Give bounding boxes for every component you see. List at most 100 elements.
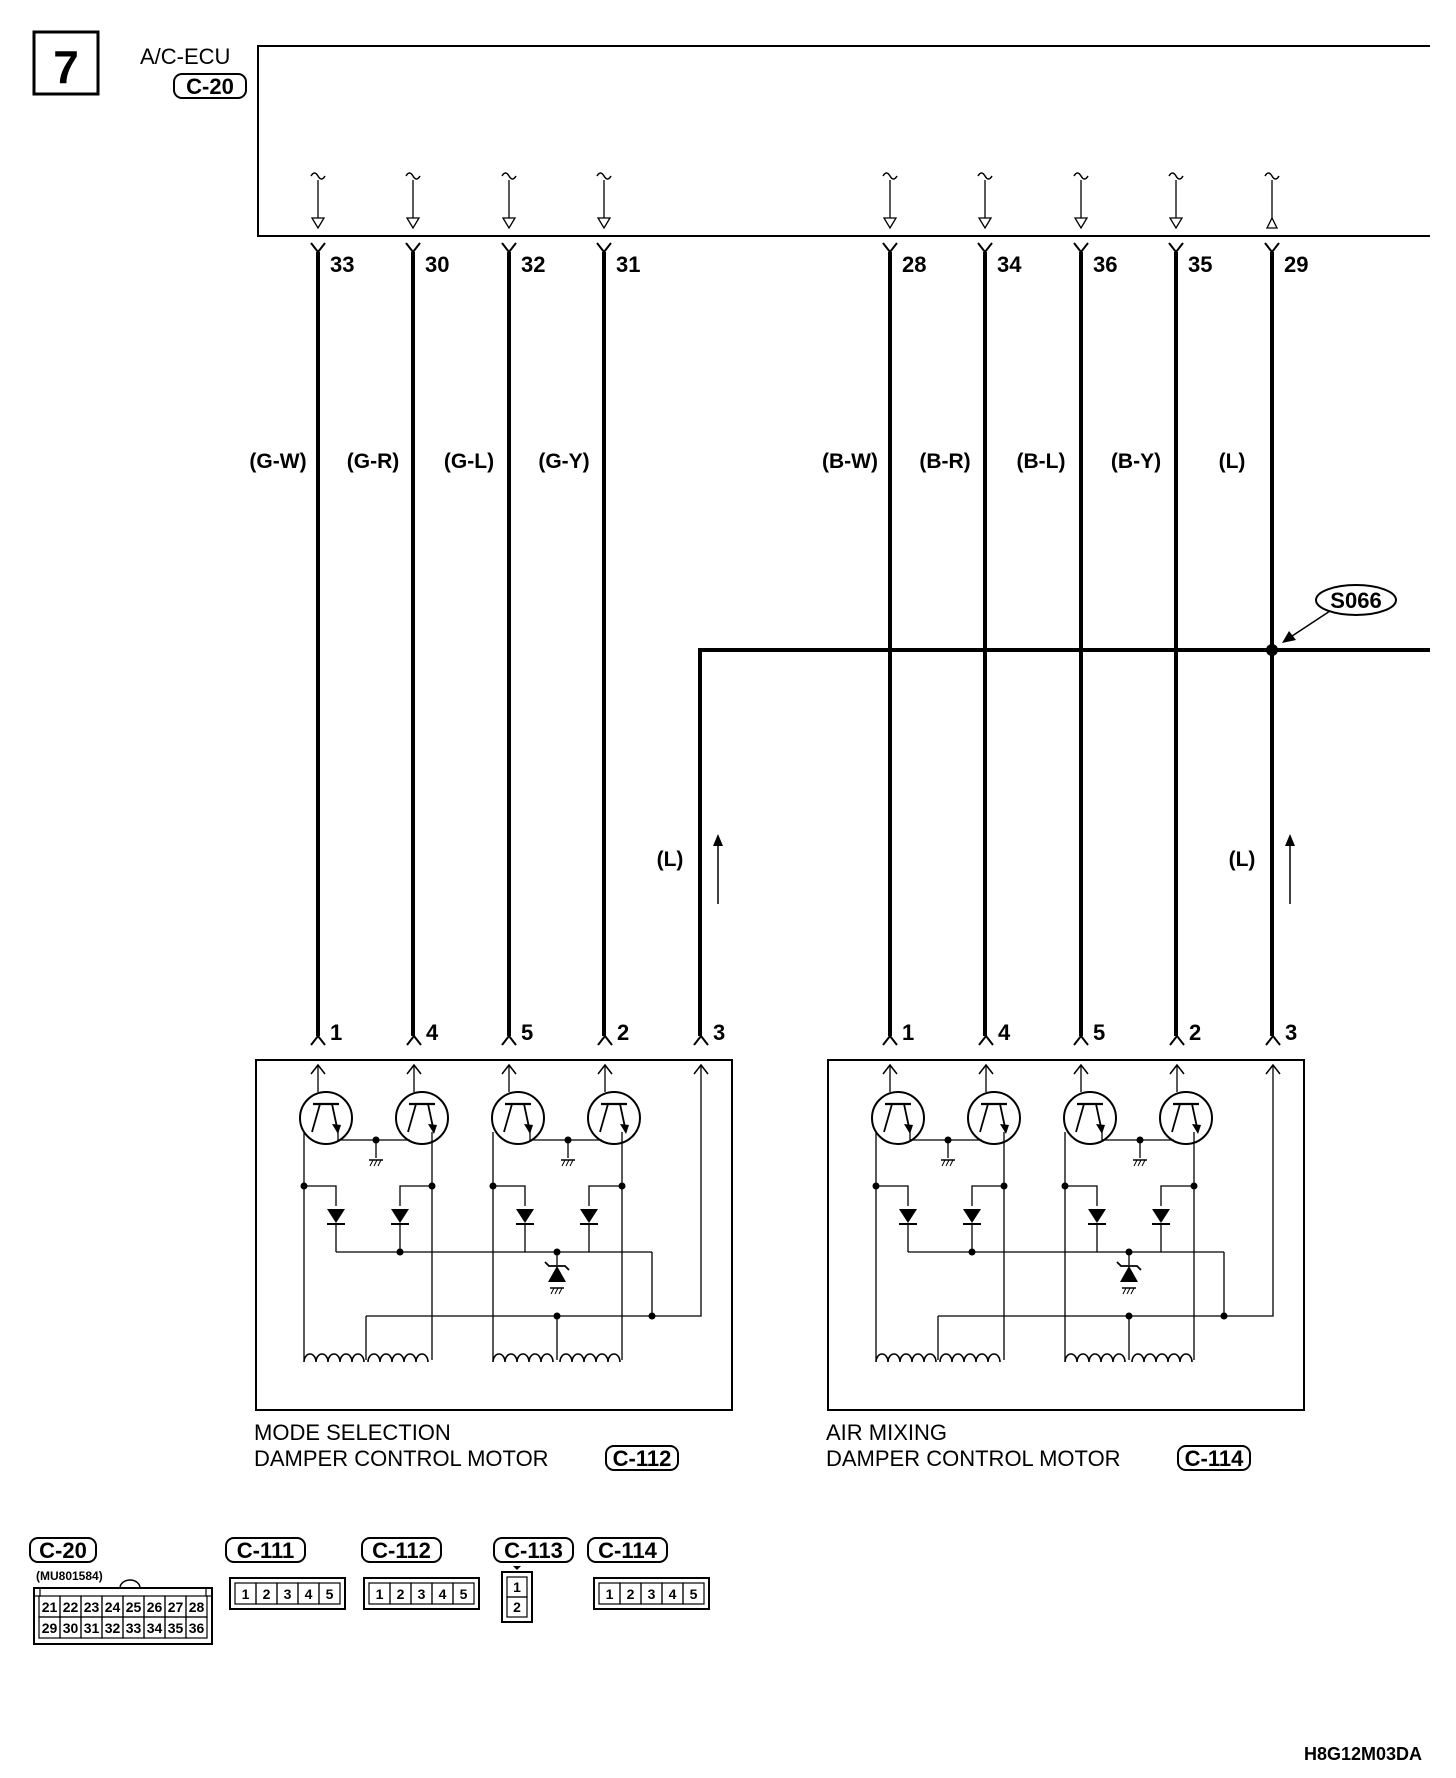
common-line bbox=[1223, 1065, 1274, 1317]
pin-number: 22 bbox=[63, 1599, 79, 1615]
ecu-terminal-36: 36(B-L) bbox=[1017, 172, 1117, 1036]
wire-color: (G-W) bbox=[249, 450, 306, 473]
terminal-arrow-down bbox=[1168, 217, 1184, 230]
transistor bbox=[299, 1091, 353, 1145]
connector-shell bbox=[363, 1577, 480, 1610]
terminal-number: 34 bbox=[997, 252, 1022, 277]
transistor-collector bbox=[407, 1103, 417, 1133]
diode bbox=[1152, 1209, 1170, 1223]
transistor-collector bbox=[1171, 1103, 1181, 1133]
pin-number: 36 bbox=[189, 1620, 205, 1636]
diode bbox=[963, 1209, 981, 1223]
transistor-collector bbox=[599, 1103, 609, 1133]
motor-box bbox=[255, 1059, 733, 1411]
connector-label: C-111 bbox=[237, 1538, 295, 1563]
current-arrow-airmix bbox=[1285, 834, 1295, 904]
motor-coil bbox=[559, 1353, 621, 1363]
motor-pin-number: 1 bbox=[902, 1020, 914, 1045]
terminal-number: 36 bbox=[1093, 252, 1117, 277]
emitter-arrow bbox=[1192, 1124, 1201, 1134]
diode-lead bbox=[399, 1185, 432, 1206]
pin-number: 1 bbox=[513, 1579, 521, 1595]
pin-fork bbox=[1265, 1034, 1281, 1046]
pin-number: 2 bbox=[627, 1586, 635, 1602]
ecu-terminal-29: 29(L) bbox=[1219, 172, 1308, 1036]
connector-lug bbox=[33, 1587, 41, 1597]
pin-number: 31 bbox=[84, 1620, 100, 1636]
current-arrow-mode bbox=[713, 834, 723, 904]
pin-number: 1 bbox=[606, 1586, 614, 1602]
pin-cell bbox=[682, 1582, 705, 1605]
transistor-collector bbox=[979, 1103, 989, 1133]
terminal-number: 32 bbox=[521, 252, 545, 277]
connector-shell bbox=[501, 1571, 533, 1623]
ecu-connector-label: C-20 bbox=[186, 74, 234, 99]
pin-number: 26 bbox=[147, 1599, 163, 1615]
transistor bbox=[395, 1091, 449, 1145]
motor-box bbox=[827, 1059, 1305, 1411]
pin-number: 4 bbox=[305, 1586, 313, 1602]
motor-coil bbox=[1131, 1353, 1193, 1363]
transistor-collector bbox=[1075, 1103, 1085, 1133]
tilde-mark bbox=[310, 172, 326, 180]
splice-dot bbox=[1266, 644, 1278, 656]
diode-lead bbox=[1160, 1185, 1194, 1206]
motor-coil bbox=[492, 1353, 554, 1363]
ecu-terminal-28: 28(B-W) bbox=[822, 172, 926, 1036]
motor-name-mode-line1: MODE SELECTION bbox=[254, 1420, 451, 1445]
splice-leader-arrow bbox=[1282, 631, 1296, 643]
terminal-number: 31 bbox=[616, 252, 640, 277]
wire-color: (L) bbox=[1219, 450, 1246, 473]
pin-number: 23 bbox=[84, 1599, 100, 1615]
pin-cell bbox=[506, 1596, 528, 1618]
pin-fork bbox=[501, 242, 517, 254]
pin-fork bbox=[1264, 242, 1280, 254]
pin-fork bbox=[1073, 242, 1089, 254]
terminal-arrow-down bbox=[501, 217, 517, 230]
pin-fork bbox=[693, 1034, 709, 1046]
connector-key bbox=[513, 1566, 521, 1570]
pin-cell bbox=[318, 1582, 341, 1605]
zener-diode bbox=[548, 1266, 566, 1282]
connector-label: C-20 bbox=[39, 1538, 87, 1563]
transistor-collector bbox=[883, 1103, 893, 1133]
pin-fork bbox=[1169, 1034, 1185, 1046]
pin-number: 24 bbox=[105, 1599, 121, 1615]
wire-color: (B-W) bbox=[822, 450, 878, 473]
splice-leader bbox=[1285, 610, 1331, 641]
emitter-arrow bbox=[904, 1124, 913, 1134]
pin-fork bbox=[882, 1034, 898, 1046]
terminal-number: 35 bbox=[1188, 252, 1212, 277]
pin-number: 29 bbox=[42, 1620, 58, 1636]
motor-name-airmix-line2: DAMPER CONTROL MOTOR bbox=[826, 1446, 1121, 1471]
pin-fork bbox=[310, 242, 326, 254]
motor-pin-number: 4 bbox=[426, 1020, 439, 1045]
transistor bbox=[587, 1091, 641, 1145]
transistor-collector bbox=[503, 1103, 513, 1133]
pin-number: 1 bbox=[376, 1586, 384, 1602]
motor-pin-number: 3 bbox=[1285, 1020, 1297, 1045]
pin-fork bbox=[977, 242, 993, 254]
pin-number: 33 bbox=[126, 1620, 142, 1636]
motor-pin-number: 4 bbox=[998, 1020, 1011, 1045]
tilde-mark bbox=[1264, 172, 1280, 180]
motor-coil bbox=[303, 1353, 365, 1363]
emitter-arrow bbox=[620, 1124, 629, 1134]
pin-number: 5 bbox=[460, 1586, 468, 1602]
pin-fork bbox=[978, 1034, 994, 1046]
emitter-arrow bbox=[428, 1124, 437, 1134]
terminal-number: 30 bbox=[425, 252, 449, 277]
pin-fork bbox=[1073, 1034, 1089, 1046]
connector-badge bbox=[225, 1537, 306, 1563]
feed-bus-line bbox=[698, 648, 1430, 1036]
pin-fork bbox=[1168, 242, 1184, 254]
zener-diode bbox=[1120, 1266, 1138, 1282]
terminal-arrow-down bbox=[882, 217, 898, 230]
step-number: 7 bbox=[53, 41, 79, 93]
diode bbox=[580, 1209, 598, 1223]
